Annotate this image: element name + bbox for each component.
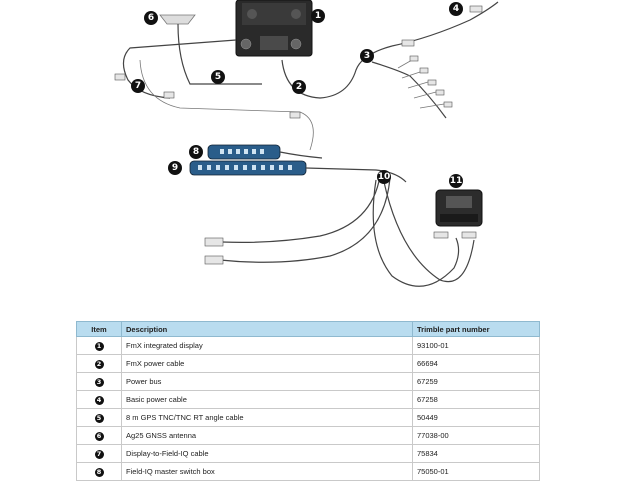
header-part-number: Trimble part number <box>412 321 540 337</box>
svg-text:1: 1 <box>315 11 321 21</box>
description-cell: Field-IQ master switch box <box>121 462 413 481</box>
item-number: 1 <box>94 341 104 351</box>
header-description: Description <box>121 321 413 337</box>
part-number-cell: 50449 <box>412 408 540 427</box>
item-number: 6 <box>94 431 104 441</box>
svg-text:5: 5 <box>215 72 221 82</box>
description-cell: Basic power cable <box>121 390 413 409</box>
svg-text:4: 4 <box>453 4 459 14</box>
item-number: 4 <box>94 395 104 405</box>
part-number-cell: 93100-01 <box>412 336 540 355</box>
svg-text:6: 6 <box>148 13 154 23</box>
description-cell: FmX integrated display <box>121 336 413 355</box>
table-row: 8 Field-IQ master switch box 75050-01 <box>76 462 540 481</box>
item-number: 7 <box>94 449 104 459</box>
callout-5: 5 <box>211 70 225 84</box>
master-switch-box <box>207 144 281 160</box>
callout-9: 9 <box>168 161 182 175</box>
header-item: Item <box>76 321 122 337</box>
part-number-cell: 66694 <box>412 354 540 373</box>
svg-text:10: 10 <box>378 172 391 182</box>
description-cell: FmX power cable <box>121 354 413 373</box>
table-row: 6 Ag25 GNSS antenna 77038-00 <box>76 426 540 445</box>
item-number: 3 <box>94 377 104 387</box>
callout-7: 7 <box>131 79 145 93</box>
antenna <box>159 14 196 25</box>
table-row: 5 8 m GPS TNC/TNC RT angle cable 50449 <box>76 408 540 427</box>
part-number-cell: 77038-00 <box>412 426 540 445</box>
field-iq-module <box>435 189 483 227</box>
callout-2: 2 <box>292 80 306 94</box>
parts-table: Item Description Trimble part number 1 F… <box>76 321 540 481</box>
item-number: 2 <box>94 359 104 369</box>
callout-6: 6 <box>144 11 158 25</box>
svg-text:7: 7 <box>135 81 141 91</box>
callout-10: 10 <box>377 170 391 184</box>
description-cell: Display-to-Field-IQ cable <box>121 444 413 463</box>
svg-text:8: 8 <box>193 147 199 157</box>
callout-1: 1 <box>311 9 325 23</box>
table-row: 2 FmX power cable 66694 <box>76 354 540 373</box>
callout-4: 4 <box>449 2 463 16</box>
part-number-cell: 75834 <box>412 444 540 463</box>
callout-8: 8 <box>189 145 203 159</box>
table-row: 4 Basic power cable 67258 <box>76 390 540 409</box>
table-row: 1 FmX integrated display 93100-01 <box>76 336 540 355</box>
svg-text:3: 3 <box>364 51 370 61</box>
part-number-cell: 67259 <box>412 372 540 391</box>
callout-3: 3 <box>360 49 374 63</box>
table-header-row: Item Description Trimble part number <box>76 321 540 337</box>
description-cell: Power bus <box>121 372 413 391</box>
part-number-cell: 75050-01 <box>412 462 540 481</box>
callout-11: 11 <box>449 174 463 188</box>
item-number: 8 <box>94 467 104 477</box>
description-cell: 8 m GPS TNC/TNC RT angle cable <box>121 408 413 427</box>
wiring-diagram: 1 2 3 4 5 6 7 8 9 10 11 <box>114 0 499 287</box>
bus-bar <box>189 160 307 176</box>
fmx-display <box>235 0 313 57</box>
part-number-cell: 67258 <box>412 390 540 409</box>
table-row: 7 Display-to-Field-IQ cable 75834 <box>76 444 540 463</box>
svg-text:9: 9 <box>172 163 178 173</box>
description-cell: Ag25 GNSS antenna <box>121 426 413 445</box>
svg-text:2: 2 <box>296 82 302 92</box>
item-number: 5 <box>94 413 104 423</box>
svg-text:11: 11 <box>450 176 463 186</box>
power-bus <box>371 55 453 119</box>
table-row: 3 Power bus 67259 <box>76 372 540 391</box>
